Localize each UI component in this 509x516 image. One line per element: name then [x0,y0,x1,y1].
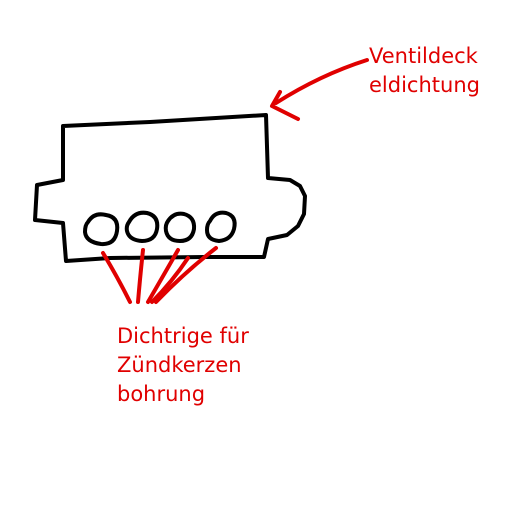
arrow-to-valve-gasket [274,58,369,105]
valve-cover-gasket-label: Ventildeck eldichtung [369,42,480,100]
pointer-plug-3 [146,248,180,304]
pointer-plug-1 [101,251,132,304]
spark-plug-seal-label-line-3: bohrung [117,382,206,406]
spark-plug-hole-4 [205,210,237,243]
spark-plug-hole-2 [124,210,160,243]
pointer-plug-2 [136,248,145,304]
pointer-plug-5 [154,246,218,304]
gasket-outline [33,113,307,263]
spark-plug-seal-label-line-2: Zündkerzen [117,353,242,377]
spark-plug-seal-label: Dichtrige für Zündkerzen bohrung [117,322,249,409]
spark-plug-hole-3 [163,211,197,243]
spark-plug-hole-1 [83,212,120,247]
annotation-arrows [101,58,369,304]
pointer-plug-4 [150,256,190,304]
gasket-outline-group [33,113,307,263]
valve-cover-gasket-label-line-1: Ventildeck [369,44,478,68]
spark-plug-seal-label-line-1: Dichtrige für [117,324,249,348]
arrow-head-valve-gasket [270,90,300,121]
valve-cover-gasket-label-line-2: eldichtung [369,73,480,97]
